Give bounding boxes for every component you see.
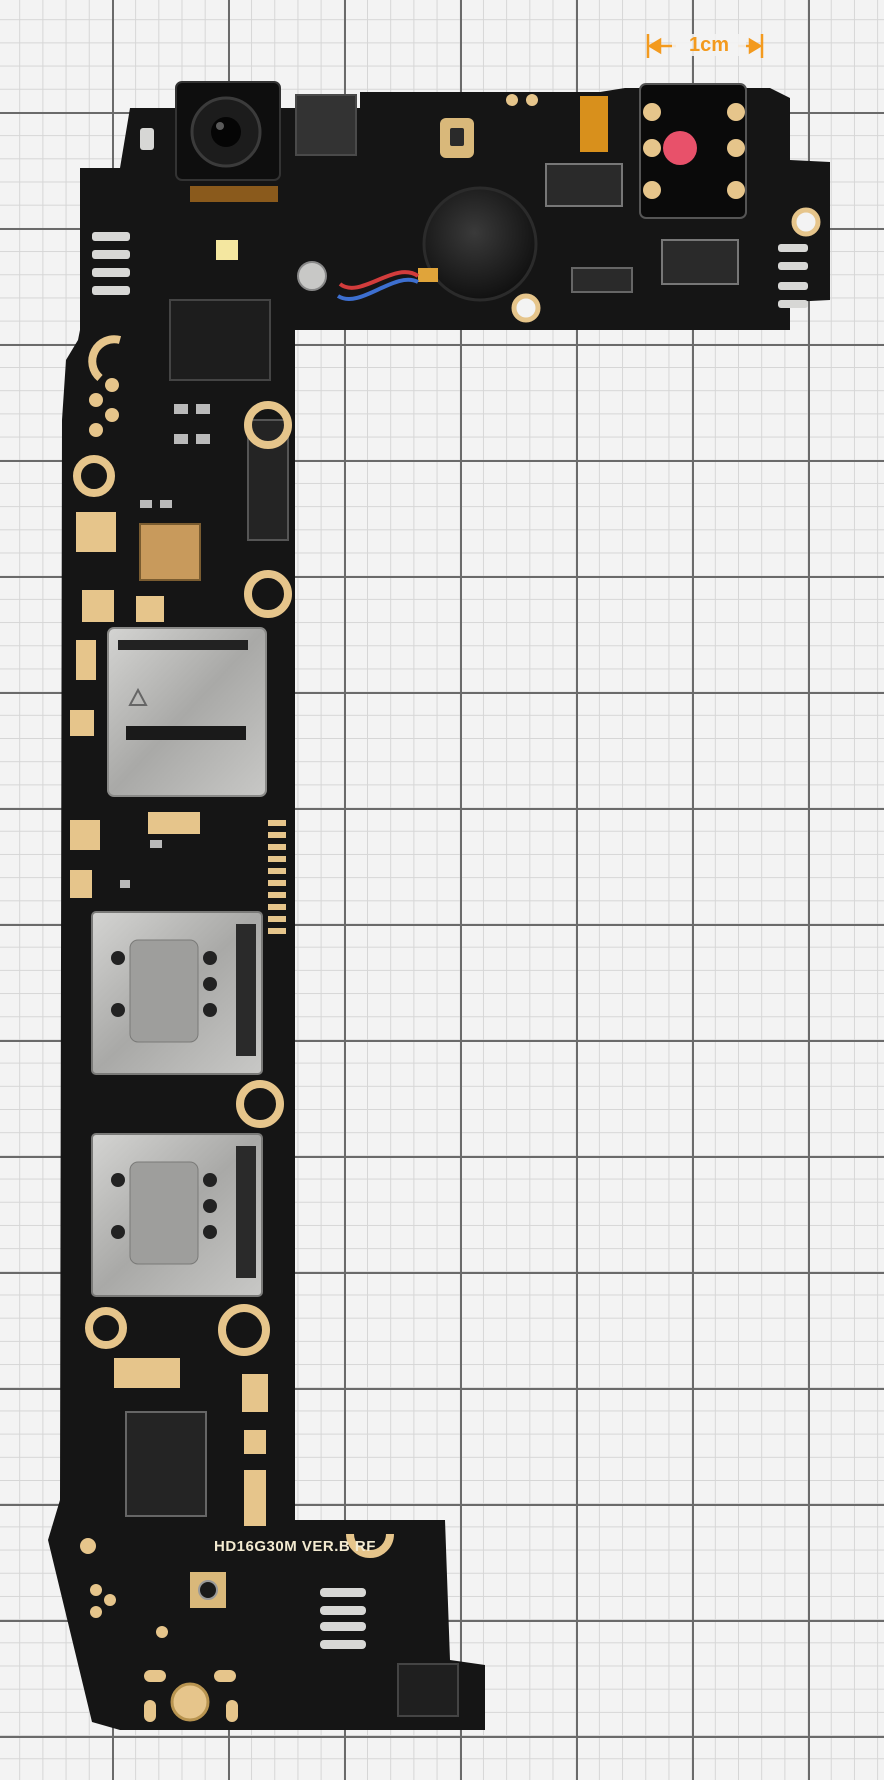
pcb-board <box>48 88 830 1730</box>
bga-chip <box>139 523 201 581</box>
rf-connector <box>190 1572 226 1608</box>
ic-chip <box>397 1663 459 1717</box>
board-connector <box>571 267 633 293</box>
gold-dot <box>526 94 538 106</box>
smd-components <box>120 404 210 888</box>
scale-bar-label: 1cm <box>672 34 746 56</box>
vibration-motor <box>418 186 538 302</box>
flex-cable <box>580 96 608 152</box>
flash-module <box>295 94 357 156</box>
rear-camera-module <box>175 81 281 202</box>
bottom-contact-pins <box>320 1588 366 1649</box>
sim-card-slot-2 <box>91 1133 263 1297</box>
motor-wire-red <box>338 270 420 290</box>
scale-bar <box>646 34 764 58</box>
gold-test-pads <box>70 378 268 1526</box>
microphone <box>440 118 474 158</box>
board-connector <box>661 239 739 285</box>
led-pad <box>216 240 238 260</box>
ic-chip <box>169 299 271 381</box>
sim-card-slot-1 <box>91 911 263 1075</box>
board-to-board-connector <box>125 1411 207 1517</box>
front-camera-module <box>639 83 747 219</box>
left-contact-pins <box>92 128 154 295</box>
screw-rings <box>73 401 292 1356</box>
mounting-hole <box>511 293 541 323</box>
gold-arc <box>88 335 122 382</box>
motor-wire-blue <box>336 277 419 301</box>
mounting-hole <box>791 207 821 237</box>
right-contact-pins <box>778 244 808 308</box>
gold-finger-strip <box>268 820 286 934</box>
gold-arc <box>346 1533 394 1558</box>
bottom-gold-pads <box>80 1538 238 1722</box>
gold-dot <box>506 94 518 106</box>
mic-port-ring <box>170 1682 210 1722</box>
microsd-card-slot <box>107 627 267 797</box>
screw-pad <box>297 261 327 291</box>
board-silkscreen-label: HD16G30M VER.B RF <box>214 1538 376 1555</box>
board-connector <box>545 163 623 207</box>
